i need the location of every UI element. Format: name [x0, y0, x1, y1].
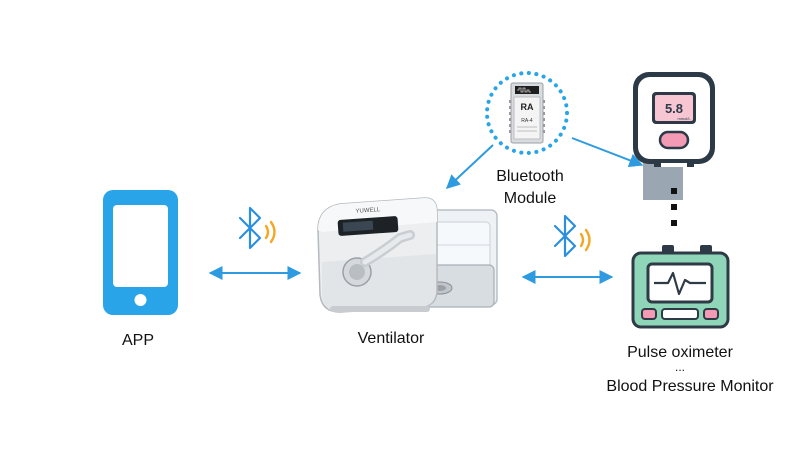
signal-wave-icon	[579, 228, 591, 252]
bluetooth-chip-icon: RA RA-4	[485, 71, 569, 155]
module-code-text: RA-4	[521, 118, 533, 124]
smartphone-icon	[103, 190, 178, 315]
blood-pressure-monitor-label: Blood Pressure Monitor	[606, 378, 774, 395]
vertical-dots	[671, 188, 677, 226]
app-label: APP	[121, 332, 154, 349]
glucometer-reading: 5.8	[665, 101, 683, 116]
bluetooth-icon	[553, 214, 577, 258]
glucometer-icon: 5.8 mmol/L	[633, 72, 715, 200]
bluetooth-label-line1: Bluetooth	[496, 168, 564, 185]
bluetooth-icon	[238, 206, 262, 250]
module-brand-text: RA	[521, 102, 534, 112]
ventilator-label: Ventilator	[357, 330, 425, 347]
glucometer-unit: mmol/L	[677, 116, 691, 121]
ellipsis-label: ...	[674, 360, 685, 374]
bluetooth-module-label: Bluetooth Module	[480, 166, 580, 210]
ventilator-device: YUWELL	[317, 197, 498, 313]
bluetooth-label-line2: Module	[503, 190, 557, 207]
pulse-monitor-icon	[631, 245, 730, 329]
arrow-module-glucometer	[571, 137, 644, 167]
signal-wave-icon	[264, 220, 276, 244]
arrow-module-ventilator	[445, 144, 494, 189]
ventilator-brand-text: YUWELL	[355, 207, 381, 215]
pulse-oximeter-label: Pulse oximeter	[627, 344, 733, 361]
